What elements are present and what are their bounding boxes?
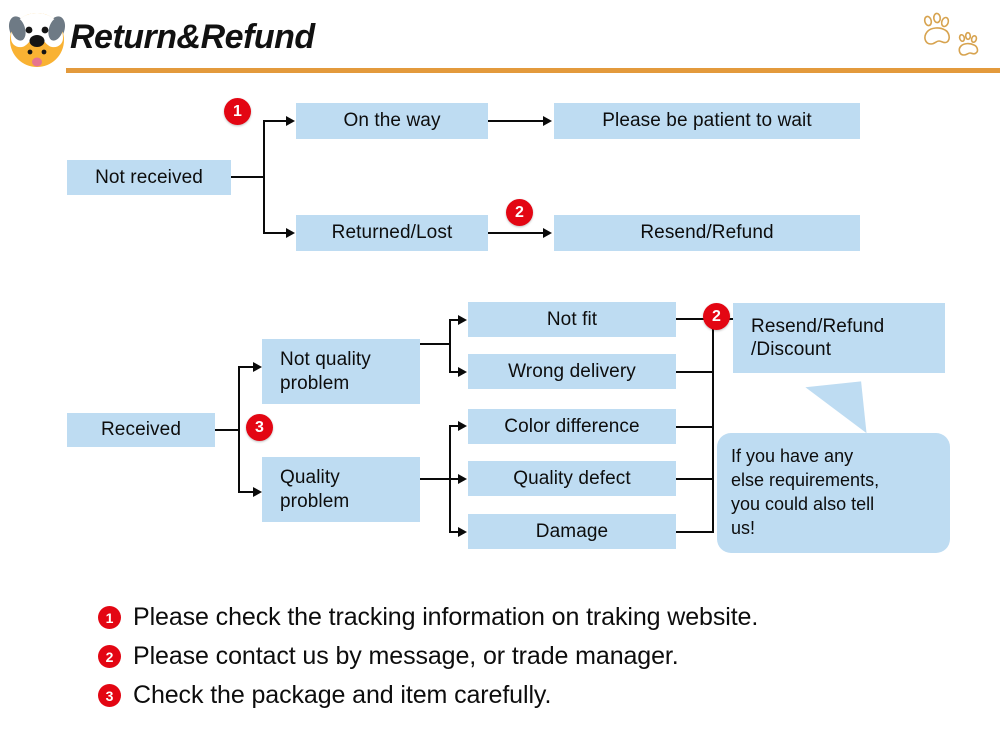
note-badge-1: 1: [98, 606, 121, 629]
connector-notquality-to-notfit: [449, 319, 459, 321]
connector-branch2-horizontal: [263, 232, 287, 234]
speech-bubble: If you have any else requirements, you c…: [717, 433, 950, 553]
connector-returned-to-resend: [488, 232, 544, 234]
arrow-to-patient-wait: [543, 116, 552, 126]
line-1: Resend/Refund: [751, 315, 885, 337]
collector-spine: [712, 318, 714, 533]
arrow-to-resend-refund: [543, 228, 552, 238]
node-color-difference[interactable]: Color difference: [468, 409, 676, 444]
node-please-be-patient[interactable]: Please be patient to wait: [554, 103, 860, 139]
node-returned-lost[interactable]: Returned/Lost: [296, 215, 488, 251]
connector-branch1-horizontal: [263, 120, 287, 122]
note-badge-3: 3: [98, 684, 121, 707]
node-resend-refund-discount[interactable]: Resend/Refund /Discount: [733, 303, 945, 373]
node-not-quality-problem[interactable]: Not quality problem: [262, 339, 420, 404]
page-header: Return&Refund: [0, 0, 1000, 86]
connector-received-horizontal: [215, 429, 239, 431]
arrow-to-quality: [253, 487, 262, 497]
connector-quality-out: [420, 478, 450, 480]
arrow-to-on-the-way: [286, 116, 295, 126]
connector-notquality-to-wrongdelivery: [449, 371, 459, 373]
connector-on-the-way-to-result: [488, 120, 544, 122]
paw-prints-icon: [923, 12, 979, 56]
arrow-to-damage: [458, 527, 467, 537]
badge-step-1: 1: [224, 98, 251, 125]
connector-to-quality: [238, 491, 254, 493]
note-text-3: Check the package and item carefully.: [133, 681, 552, 709]
collector-from-damage: [676, 531, 714, 533]
connector-to-not-quality: [238, 366, 254, 368]
line-2: problem: [280, 372, 350, 394]
node-resend-refund[interactable]: Resend/Refund: [554, 215, 860, 251]
line-1: Not quality: [280, 349, 371, 371]
node-damage[interactable]: Damage: [468, 514, 676, 549]
collector-from-not-fit: [676, 318, 714, 320]
node-received[interactable]: Received: [67, 413, 215, 447]
bubble-line-3: you could also tell: [731, 494, 875, 515]
line-2: /Discount: [751, 339, 832, 360]
line-1: Quality: [280, 467, 340, 489]
note-item: 3 Check the package and item carefully.: [98, 676, 958, 715]
badge-step-2-bottom: 2: [703, 303, 730, 330]
node-on-the-way[interactable]: On the way: [296, 103, 488, 139]
note-item: 2 Please contact us by message, or trade…: [98, 637, 958, 676]
notes-list: 1 Please check the tracking information …: [98, 598, 958, 715]
page-title: Return&Refund: [70, 18, 315, 56]
collector-from-color-difference: [676, 426, 714, 428]
arrow-to-returned-lost: [286, 228, 295, 238]
node-quality-problem[interactable]: Quality problem: [262, 457, 420, 522]
note-text-2: Please contact us by message, or trade m…: [133, 642, 679, 670]
node-quality-defect[interactable]: Quality defect: [468, 461, 676, 496]
line-2: problem: [280, 490, 350, 512]
bubble-line-1: If you have any: [731, 446, 854, 466]
bubble-line-2: else requirements,: [731, 470, 880, 491]
arrow-to-color-difference: [458, 421, 467, 431]
note-text-1: Please check the tracking information on…: [133, 603, 759, 631]
node-not-fit[interactable]: Not fit: [468, 302, 676, 337]
node-wrong-delivery[interactable]: Wrong delivery: [468, 354, 676, 389]
arrow-to-not-fit: [458, 315, 467, 325]
connector-quality-to-damage: [449, 531, 459, 533]
note-badge-2: 2: [98, 645, 121, 668]
note-item: 1 Please check the tracking information …: [98, 598, 958, 637]
connector-notquality-spine: [449, 319, 451, 373]
collector-from-wrong-delivery: [676, 371, 714, 373]
connector-quality-to-defect: [449, 478, 459, 480]
arrow-to-quality-defect: [458, 474, 467, 484]
header-divider: [66, 68, 1000, 73]
arrow-to-wrong-delivery: [458, 367, 467, 377]
badge-step-3: 3: [246, 414, 273, 441]
node-not-received[interactable]: Not received: [67, 160, 231, 195]
node-not-quality-problem-text: Not quality problem: [280, 348, 371, 394]
connector-spine: [263, 120, 265, 233]
connector-root-horizontal: [231, 176, 264, 178]
node-outcome-text: Resend/Refund /Discount: [751, 315, 884, 361]
badge-step-2-top: 2: [506, 199, 533, 226]
bubble-line-4: us!: [731, 518, 756, 539]
connector-quality-to-color: [449, 425, 459, 427]
arrow-to-not-quality: [253, 362, 262, 372]
dog-face-icon: [8, 13, 66, 67]
connector-received-spine: [238, 366, 240, 493]
collector-from-quality-defect: [676, 478, 714, 480]
connector-notquality-out: [420, 343, 450, 345]
node-quality-problem-text: Quality problem: [280, 466, 349, 512]
speech-bubble-tail: [790, 381, 867, 441]
